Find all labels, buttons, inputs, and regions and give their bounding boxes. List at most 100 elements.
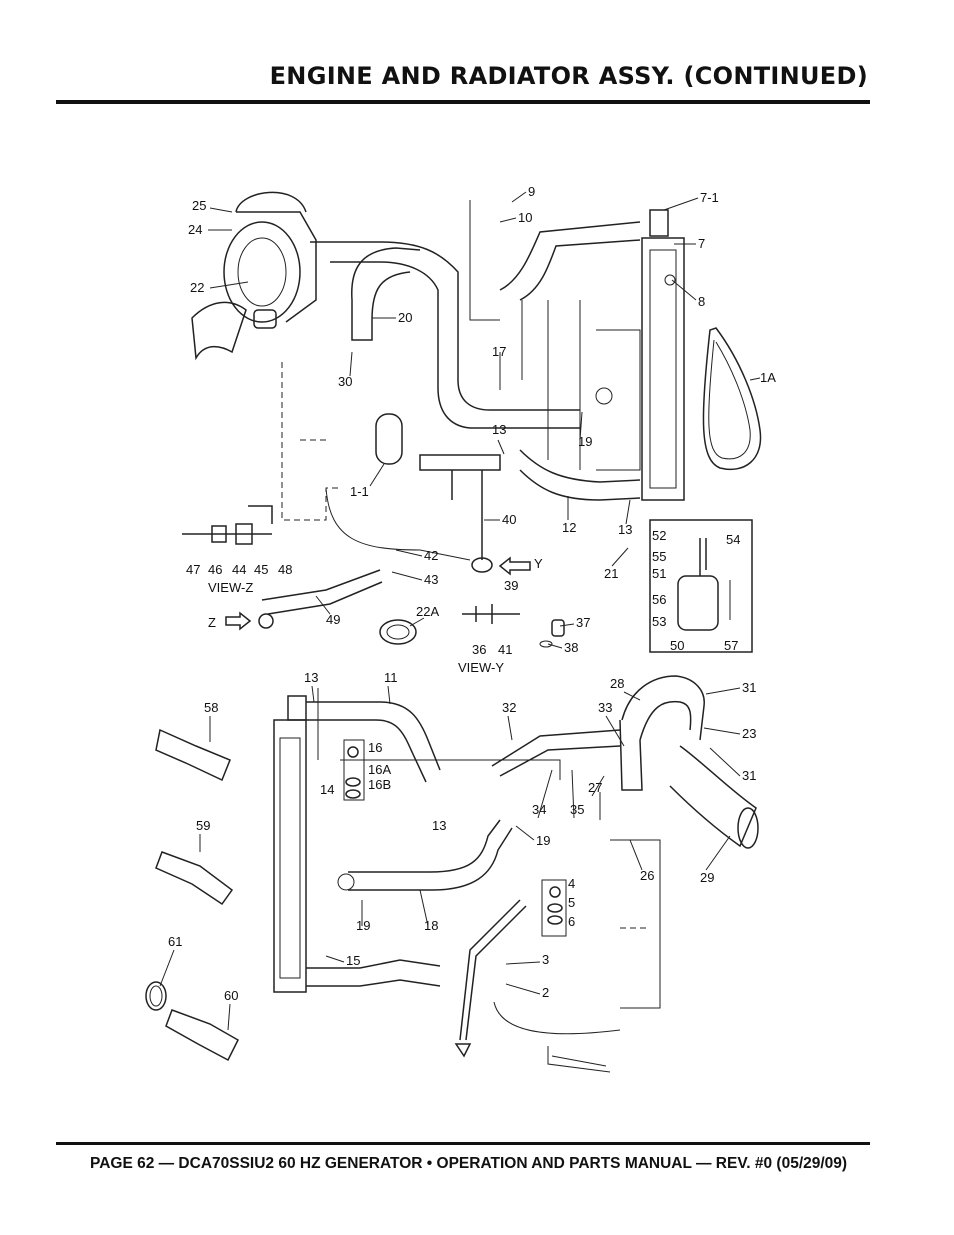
callout-label: 13 xyxy=(432,818,446,833)
callout-label: 39 xyxy=(504,578,518,593)
callout-label: 40 xyxy=(502,512,516,527)
callout-label: 28 xyxy=(610,676,624,691)
callout-label: 53 xyxy=(652,614,666,629)
callout-labels: 25 24 22 9 10 7-1 7 8 1A 20 30 17 19 13 … xyxy=(168,184,776,1003)
callout-label: 46 xyxy=(208,562,222,577)
engine-outline-drawing xyxy=(281,200,641,561)
callout-label: 19 xyxy=(578,434,592,449)
callout-label: 19 xyxy=(536,833,550,848)
callout-label: 10 xyxy=(518,210,532,225)
sensor-59-drawing xyxy=(155,851,234,906)
callout-label: 7-1 xyxy=(700,190,719,205)
leader-lines xyxy=(159,191,761,1031)
sensor-58-drawing xyxy=(155,728,231,782)
view-z-drawing xyxy=(182,505,383,629)
callout-label: 50 xyxy=(670,638,684,653)
callout-label: 59 xyxy=(196,818,210,833)
callout-label: 1-1 xyxy=(350,484,369,499)
callout-label: 37 xyxy=(576,615,590,630)
page-title: ENGINE AND RADIATOR ASSY. (CONTINUED) xyxy=(269,62,868,90)
callout-label: 38 xyxy=(564,640,578,655)
callout-label: 58 xyxy=(204,700,218,715)
hose-32-drawing xyxy=(491,729,621,777)
callout-label: 15 xyxy=(346,953,360,968)
view-z-arrow-icon xyxy=(225,611,252,631)
callout-label: 23 xyxy=(742,726,756,741)
callout-label: 47 xyxy=(186,562,200,577)
drain-valve-drawing xyxy=(419,454,501,573)
callout-label: 14 xyxy=(320,782,334,797)
callout-label: 16A xyxy=(368,762,391,777)
callout-label: 17 xyxy=(492,344,506,359)
callout-label: 31 xyxy=(742,768,756,783)
callout-label: 43 xyxy=(424,572,438,587)
callout-label: 11 xyxy=(384,670,398,685)
callout-label: 60 xyxy=(224,988,238,1003)
small-parts-drawing xyxy=(379,604,565,648)
upper-hoses-drawing xyxy=(310,221,641,501)
callout-label: 34 xyxy=(532,802,546,817)
callout-label: VIEW-Y xyxy=(458,660,504,675)
intercooler-hoses-drawing xyxy=(619,675,759,849)
radiator-lower-drawing xyxy=(273,695,307,993)
callout-label: 32 xyxy=(502,700,516,715)
lower-hose-drawing xyxy=(306,819,513,987)
callout-label: 42 xyxy=(424,548,438,563)
fuel-filter-drawing xyxy=(375,413,403,465)
callout-label: 29 xyxy=(700,870,714,885)
callout-label: 25 xyxy=(192,198,206,213)
header-rule xyxy=(56,100,870,104)
engine-lower-outline-drawing xyxy=(317,688,661,1073)
callout-label: 44 xyxy=(232,562,246,577)
callout-label: 31 xyxy=(742,680,756,695)
callout-label: 4 xyxy=(568,876,575,891)
callout-label: 26 xyxy=(640,868,654,883)
callout-label: 24 xyxy=(188,222,202,237)
lower-assembly-drawing xyxy=(145,675,759,1073)
callout-label: 6 xyxy=(568,914,575,929)
radiator-upper-drawing xyxy=(641,209,685,501)
callout-label: 61 xyxy=(168,934,182,949)
callout-label: 5 xyxy=(568,895,575,910)
callout-label: Y xyxy=(534,556,543,571)
callout-label: 35 xyxy=(570,802,584,817)
callout-label: 49 xyxy=(326,612,340,627)
air-cleaner-drawing xyxy=(191,191,317,361)
callout-label: 1A xyxy=(760,370,776,385)
callout-label: 45 xyxy=(254,562,268,577)
view-y-arrow-icon xyxy=(498,556,531,576)
callout-label: VIEW-Z xyxy=(208,580,253,595)
callout-label: 19 xyxy=(356,918,370,933)
callout-label: 54 xyxy=(726,532,740,547)
drain-tube-drawing xyxy=(454,899,527,1058)
callout-label: 57 xyxy=(724,638,738,653)
upper-assembly-drawing xyxy=(182,191,762,653)
callout-label: 33 xyxy=(598,700,612,715)
view-arrows xyxy=(225,556,531,631)
callout-label: 3 xyxy=(542,952,549,967)
fan-belt-drawing xyxy=(702,327,762,471)
bolt-set-16-drawing xyxy=(343,739,365,801)
callout-label: 16B xyxy=(368,777,391,792)
callout-label: 48 xyxy=(278,562,292,577)
callout-label: 2 xyxy=(542,985,549,1000)
callout-label: 8 xyxy=(698,294,705,309)
sensor-60-drawing xyxy=(165,1009,239,1062)
callout-label: 41 xyxy=(498,642,512,657)
callout-label: 9 xyxy=(528,184,535,199)
bolt-set-4-drawing xyxy=(541,879,567,937)
callout-label: 12 xyxy=(562,520,576,535)
page-footer: PAGE 62 — DCA70SSIU2 60 HZ GENERATOR • O… xyxy=(90,1155,848,1172)
reserve-tank-drawing xyxy=(649,519,753,653)
callout-label: 22 xyxy=(190,280,204,295)
callout-label: 30 xyxy=(338,374,352,389)
callout-label: 36 xyxy=(472,642,486,657)
callout-label: 20 xyxy=(398,310,412,325)
callout-label: 16 xyxy=(368,740,382,755)
callout-label: 55 xyxy=(652,549,666,564)
callout-label: 18 xyxy=(424,918,438,933)
callout-label: 56 xyxy=(652,592,666,607)
oring-61-drawing xyxy=(145,981,167,1011)
callout-label: 51 xyxy=(652,566,666,581)
